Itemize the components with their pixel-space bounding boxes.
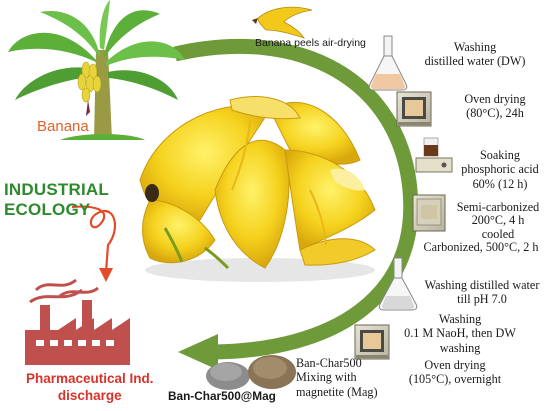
flask-icon-2 (378, 257, 418, 311)
industrial-ecology-line1: INDUSTRIAL (4, 180, 109, 199)
step-washing: Washing distilled water (DW) (410, 40, 540, 69)
process-arrow (173, 38, 419, 370)
step-3-line2: phosphoric acid (461, 162, 539, 177)
step-4-line2: 200°C, 4 h (471, 213, 525, 228)
banana-peels-photo (139, 96, 376, 282)
step-5-line1: Washing distilled water (424, 278, 540, 292)
biochar-line1: Ban-Char500 (296, 356, 362, 370)
step-6-line3: washing (439, 340, 481, 355)
step-1-line2: distilled water (DW) (424, 54, 526, 69)
magnetite-powder-icon (206, 362, 250, 390)
pharma-line2: discharge (57, 387, 122, 403)
furnace-icon (412, 194, 446, 232)
industrial-ecology-arrow (71, 205, 117, 282)
step-2-line1: Oven drying (464, 92, 526, 106)
step-1-line1: Washing (453, 40, 497, 54)
magnetite-product-label: Ban-Char500@Mag (168, 389, 276, 403)
step-4-line1: Semi-carbonized (456, 200, 540, 214)
step-7-line2: (105°C), overnight (408, 372, 502, 387)
flask-icon (368, 35, 408, 91)
step-5-line2: till pH 7.0 (457, 292, 507, 307)
industrial-ecology-line2: ECOLOGY (4, 200, 91, 220)
step-3-line1: Soaking (480, 148, 520, 162)
step-oven-drying-105: Oven drying (105°C), overnight (390, 358, 520, 387)
biochar-line3: magnetite (Mag) (296, 384, 378, 399)
step-soaking: Soaking phosphoric acid 60% (12 h) (450, 148, 550, 191)
banana-peel-icon (252, 6, 313, 39)
industrial-ecology-label: INDUSTRIAL ECOLOGY (4, 180, 109, 221)
banana-label: Banana (37, 118, 89, 135)
biochar-powder-icon (248, 355, 296, 389)
step-3-line3: 60% (12 h) (472, 176, 528, 191)
oven-icon-2 (354, 324, 390, 360)
step-6-line1: Washing (438, 312, 482, 326)
step-carbonization: Semi-carbonized 200°C, 4 h cooled Carbon… (412, 200, 550, 255)
biochar-line2: Mixing with (296, 370, 357, 385)
step-6-line2: 0.1 M NaoH, then DW (404, 326, 516, 341)
step-oven-drying: Oven drying (80°C), 24h (440, 92, 550, 121)
peels-air-drying-label: Banana peels air-drying (255, 37, 366, 49)
pharma-discharge-label: Pharmaceutical Ind. discharge (26, 371, 154, 405)
step-7-line1: Oven drying (424, 358, 486, 372)
banana-tree-icon (8, 0, 185, 140)
step-4-line3: cooled (481, 226, 515, 241)
step-washing-ph: Washing distilled water till pH 7.0 (414, 278, 550, 307)
biochar-mixing-label: Ban-Char500 Mixing with magnetite (Mag) (296, 356, 392, 399)
factory-icon (25, 278, 130, 365)
step-4-line4: Carbonized, 500°C, 2 h (423, 240, 539, 255)
pharma-line1: Pharmaceutical Ind. (26, 371, 154, 386)
step-naoh-washing: Washing 0.1 M NaoH, then DW washing (395, 312, 525, 355)
oven-icon (396, 91, 432, 127)
step-2-line2: (80°C), 24h (466, 106, 524, 121)
hot-plate-icon (415, 137, 453, 173)
